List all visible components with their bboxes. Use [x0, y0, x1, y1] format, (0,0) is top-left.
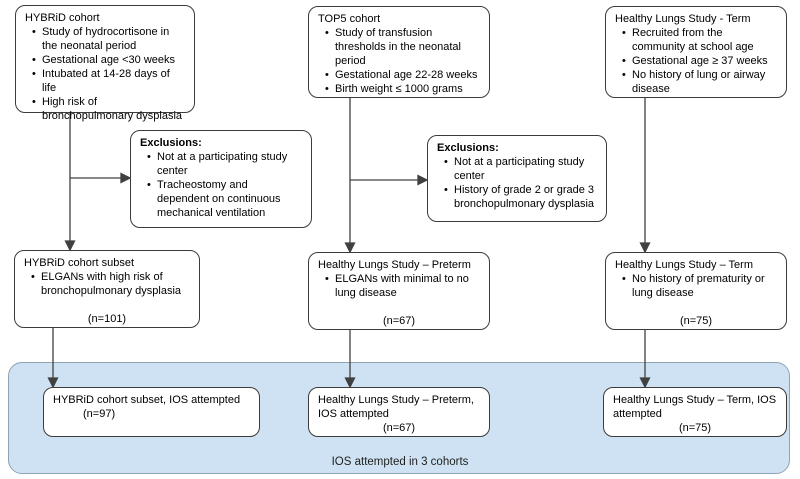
bullet-item: Gestational age ≥ 37 weeks: [621, 54, 777, 68]
bullet-list: Not at a participating study center Trac…: [140, 150, 302, 220]
box-title: HYBRiD cohort: [25, 12, 100, 24]
sample-size: (n=75): [679, 315, 713, 327]
bullet-item: History of grade 2 or grade 3 bronchopul…: [443, 183, 597, 211]
box-title: Healthy Lungs Study – Preterm: [318, 259, 471, 271]
bullet-item: Not at a participating study center: [146, 150, 302, 178]
box-title: Healthy Lungs Study - Term: [615, 13, 751, 25]
bullet-item: Gestational age <30 weeks: [31, 53, 185, 67]
bullet-item: No history of lung or airway disease: [621, 68, 777, 96]
box-exclusions-top5: Exclusions: Not at a participating study…: [427, 135, 607, 222]
box-title: HYBRiD cohort subset: [24, 257, 135, 269]
bullet-list: ELGANs with minimal to no lung disease: [318, 272, 480, 300]
bullet-item: Recruited from the community at school a…: [621, 26, 777, 54]
bullet-item: No history of prematurity or lung diseas…: [621, 272, 777, 300]
sample-size: (n=97): [83, 408, 116, 420]
bullet-item: Gestational age 22-28 weeks: [324, 68, 480, 82]
bullet-item: Birth weight ≤ 1000 grams: [324, 82, 480, 96]
box-title: Exclusions:: [437, 142, 499, 154]
bullet-list: Not at a participating study center Hist…: [437, 155, 597, 211]
sample-size: (n=67): [382, 315, 416, 327]
box-title: Healthy Lungs Study – Term, IOS attempte…: [613, 394, 777, 420]
bullet-list: ELGANs with high risk of bronchopulmonar…: [24, 270, 190, 298]
sample-size: (n=101): [87, 313, 127, 325]
sample-size: (n=67): [382, 422, 416, 434]
bullet-list: No history of prematurity or lung diseas…: [615, 272, 777, 300]
arrowhead-down: [639, 242, 651, 254]
box-title: TOP5 cohort: [318, 13, 381, 25]
arrowhead-down: [639, 377, 651, 389]
arrowhead-down: [47, 377, 59, 389]
arrowhead-down: [344, 377, 356, 389]
box-healthy-lungs-preterm: Healthy Lungs Study – Preterm ELGANs wit…: [308, 252, 490, 330]
bullet-item: ELGANs with high risk of bronchopulmonar…: [30, 270, 190, 298]
box-hybrid-cohort: HYBRiD cohort Study of hydrocortisone in…: [15, 5, 195, 122]
band-caption: IOS attempted in 3 cohorts: [331, 456, 469, 468]
box-exclusions-hybrid: Exclusions: Not at a participating study…: [130, 130, 312, 228]
box-hybrid-subset: HYBRiD cohort subset ELGANs with high ri…: [14, 250, 200, 328]
box-preterm-ios-attempted: Healthy Lungs Study – Preterm, IOS attem…: [308, 387, 490, 437]
bullet-item: ELGANs with minimal to no lung disease: [324, 272, 480, 300]
arrowhead-down: [344, 242, 356, 254]
bullet-list: Study of hydrocortisone in the neonatal …: [25, 25, 185, 123]
arrowhead-right: [417, 174, 429, 186]
bullet-item: Intubated at 14-28 days of life: [31, 67, 185, 95]
box-healthy-lungs-term: Healthy Lungs Study - Term Recruited fro…: [605, 6, 787, 98]
box-top5-cohort: TOP5 cohort Study of transfusion thresho…: [308, 6, 490, 98]
arrowhead-down: [64, 240, 76, 252]
box-hybrid-ios-attempted: HYBRiD cohort subset, IOS attempted (n=9…: [43, 387, 260, 437]
box-title: HYBRiD cohort subset, IOS attempted: [53, 394, 241, 406]
bullet-item: Study of hydrocortisone in the neonatal …: [31, 25, 185, 53]
bullet-item: High risk of bronchopulmonary dysplasia: [31, 95, 185, 123]
bullet-item: Study of transfusion thresholds in the n…: [324, 26, 480, 68]
bullet-list: Study of transfusion thresholds in the n…: [318, 26, 480, 96]
sample-size: (n=75): [678, 422, 712, 434]
box-title: Healthy Lungs Study – Preterm, IOS attem…: [318, 394, 474, 420]
bullet-item: Tracheostomy and dependent on continuous…: [146, 178, 302, 220]
bullet-list: Recruited from the community at school a…: [615, 26, 777, 96]
box-title: Healthy Lungs Study – Term: [615, 259, 753, 271]
arrowhead-right: [120, 172, 132, 184]
box-healthy-lungs-term-mid: Healthy Lungs Study – Term No history of…: [605, 252, 787, 330]
bullet-item: Not at a participating study center: [443, 155, 597, 183]
box-title: Exclusions:: [140, 137, 202, 149]
box-term-ios-attempted: Healthy Lungs Study – Term, IOS attempte…: [603, 387, 787, 437]
